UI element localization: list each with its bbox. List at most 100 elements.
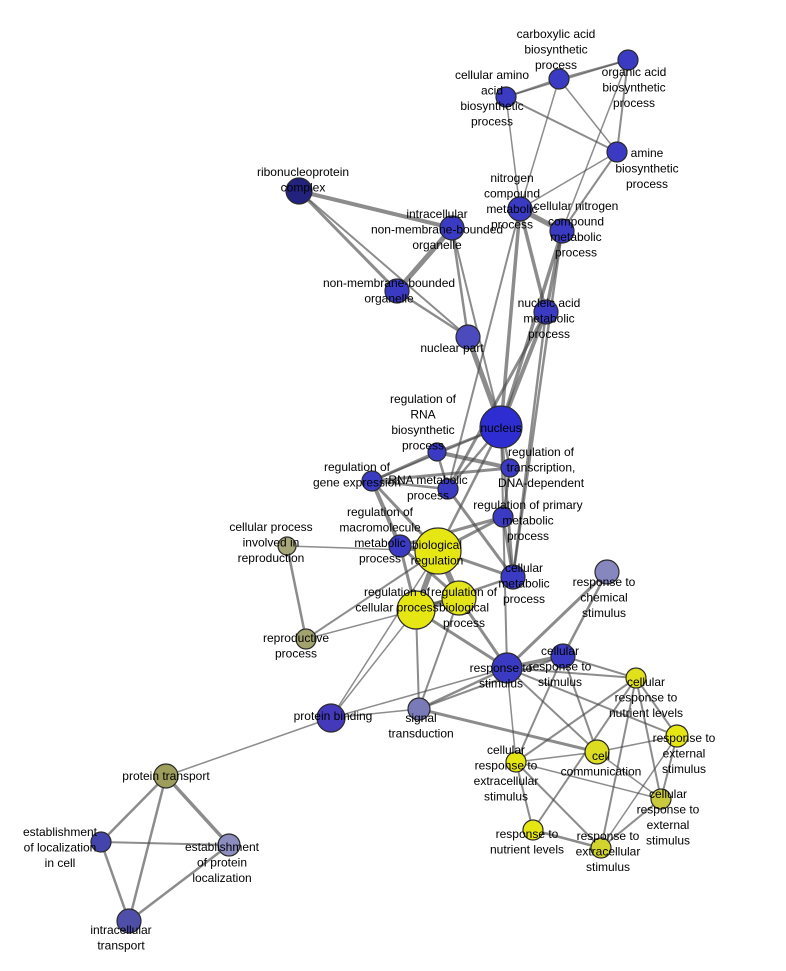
- graph-edge-rnp--nucpart: [298, 190, 469, 338]
- graph-node-reggene[interactable]: [361, 470, 383, 492]
- graph-edge-cellrespextra--respextra: [515, 761, 602, 849]
- graph-edge-cellrespnut--respextra: [600, 677, 637, 849]
- graph-edge-cellrespextra--cellrespext2: [515, 761, 662, 800]
- graph-node-rnamet[interactable]: [437, 478, 459, 500]
- graph-node-cellrespstim[interactable]: [550, 643, 576, 669]
- graph-node-label-nucpart: nuclear part: [420, 341, 484, 355]
- graph-edge-regtrans--reggene: [370, 466, 512, 483]
- graph-node-rnp[interactable]: [285, 177, 313, 205]
- graph-node-label-nucleus: nucleus: [480, 421, 521, 435]
- graph-node-cnitro[interactable]: [549, 218, 575, 244]
- graph-edge-nitro--nucleus: [499, 207, 522, 429]
- graph-edge-respstim--cellrespextra: [506, 667, 517, 763]
- graph-edge-regrna--regtrans: [435, 450, 512, 470]
- graph-node-regtrans[interactable]: [500, 458, 520, 478]
- graph-edge-nucleic--cellmet: [511, 310, 548, 579]
- graph-node-regcell[interactable]: [396, 590, 436, 630]
- graph-edge-rnp--inmb: [297, 189, 454, 230]
- graph-node-cellrespnut[interactable]: [625, 667, 647, 689]
- graph-edge-prottrans--intratrans: [127, 774, 168, 923]
- graph-edge-cellcomm--cellrespextra: [515, 751, 598, 763]
- graph-edge-organic--cnitro: [561, 59, 629, 232]
- graph-edge-cellrespnut--respext: [635, 677, 678, 737]
- graph-edge-protbind--prottrans: [165, 717, 332, 777]
- graph-node-nucleus[interactable]: [479, 405, 523, 449]
- graph-node-estloc[interactable]: [90, 831, 112, 853]
- graph-node-label-prottrans: protein transport: [122, 769, 210, 783]
- graph-edge-amine--cnitro: [561, 151, 618, 232]
- graph-edge-cellrespextra--respnut: [515, 761, 534, 831]
- graph-edge-protbind--regcell: [330, 609, 417, 719]
- graph-edge-estloc--estprot: [100, 841, 230, 846]
- graph-node-prottrans[interactable]: [153, 763, 179, 789]
- graph-edge-cellrespstim--cellcomm: [562, 655, 598, 753]
- graph-edge-regrna--reggene: [370, 450, 439, 483]
- graph-edge-cellrespnut--cellrespextra: [515, 677, 637, 763]
- graph-edge-repro--bioreg: [305, 550, 439, 640]
- graph-node-nucleic[interactable]: [533, 299, 559, 325]
- graph-node-respchem[interactable]: [594, 559, 620, 585]
- graph-node-organic[interactable]: [617, 49, 639, 71]
- graph-node-nucpart[interactable]: [455, 324, 481, 350]
- graph-edge-prottrans--estprot: [164, 774, 231, 847]
- graph-edge-inmb--nucpart: [450, 226, 470, 339]
- graph-edge-cpir--bioreg: [286, 545, 439, 552]
- graph-node-signal[interactable]: [407, 697, 431, 721]
- graph-node-regrna[interactable]: [427, 442, 447, 462]
- graph-node-cpir[interactable]: [277, 536, 297, 556]
- graph-node-repro[interactable]: [295, 628, 317, 650]
- graph-node-nmb[interactable]: [384, 278, 410, 304]
- graph-node-inmb[interactable]: [439, 215, 465, 241]
- graph-edge-cellrespstim--cellrespnut: [562, 655, 637, 679]
- graph-edge-prottrans--estloc: [99, 774, 168, 844]
- graph-node-regmacro[interactable]: [388, 534, 412, 558]
- graph-edge-respstim--respchem: [505, 570, 609, 670]
- graph-node-intratrans[interactable]: [116, 908, 142, 934]
- graph-edge-signal--regbio: [418, 597, 460, 710]
- graph-node-respextra[interactable]: [590, 837, 612, 859]
- graph-edge-amino--amine: [505, 96, 618, 153]
- graph-node-regprim[interactable]: [492, 506, 514, 528]
- graph-edge-protbind--bioreg: [330, 550, 439, 719]
- graph-edge-nmb--nucpart: [395, 289, 470, 339]
- graph-edge-respstim--cellcomm: [506, 667, 598, 753]
- graph-node-respstim[interactable]: [491, 652, 523, 684]
- graph-node-cellrespextra[interactable]: [505, 751, 527, 773]
- graph-node-nitro[interactable]: [507, 196, 533, 222]
- graph-edge-signal--cellcomm: [417, 707, 599, 754]
- graph-edge-nucleus--cellmet: [499, 425, 515, 579]
- graph-node-cellmet[interactable]: [500, 564, 526, 590]
- graph-node-respext[interactable]: [665, 724, 689, 748]
- graph-node-respnut[interactable]: [522, 819, 544, 841]
- graph-node-regbio[interactable]: [441, 580, 477, 616]
- graph-edge-rnp--nmb: [297, 189, 399, 293]
- graph-node-protbind[interactable]: [316, 703, 346, 733]
- graph-node-amine[interactable]: [606, 141, 628, 163]
- graph-node-carbox[interactable]: [548, 68, 570, 90]
- graph-node-estprot[interactable]: [217, 833, 241, 857]
- graph-node-cellcomm[interactable]: [584, 739, 610, 765]
- graph-edge-respstim--respext: [506, 667, 678, 737]
- graph-node-bioreg[interactable]: [414, 527, 462, 575]
- graph-node-cellrespext2[interactable]: [650, 788, 672, 810]
- graph-edge-respnut--respextra: [531, 828, 603, 850]
- graph-node-amino[interactable]: [495, 86, 517, 108]
